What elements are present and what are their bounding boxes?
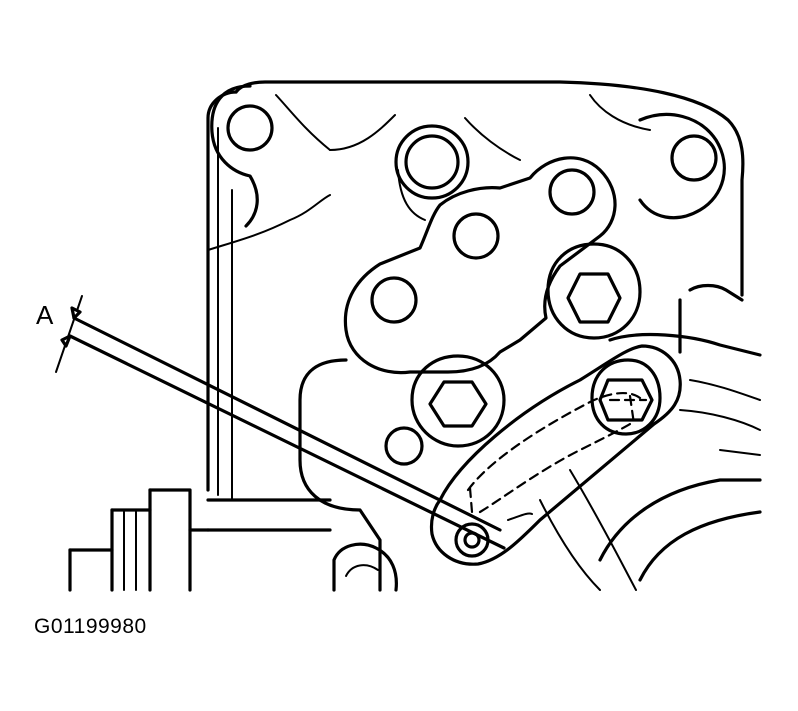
valve-clearance-diagram: A [36, 80, 762, 592]
rocker-shaft-holder [343, 156, 617, 375]
upper-left-boss [210, 84, 274, 228]
camshaft-lobe [539, 283, 762, 591]
bolt-center [410, 354, 506, 448]
adjusting-screw [590, 358, 662, 436]
lower-boss [298, 358, 424, 592]
top-stud [394, 124, 470, 221]
housing-outline [206, 80, 745, 501]
feeler-gauge [55, 295, 506, 550]
bolt-right [546, 242, 642, 340]
dimension-label-a: A [36, 300, 54, 330]
upper-right-boss [638, 112, 726, 220]
lower-left-fitting [68, 488, 332, 592]
figure-id: G01199980 [34, 615, 147, 638]
